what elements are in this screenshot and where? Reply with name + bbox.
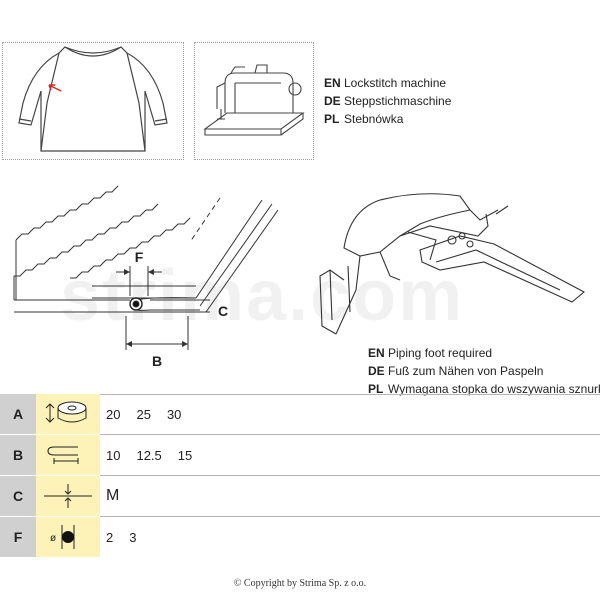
spec-letter-c: C	[0, 476, 36, 516]
folded-strip-width-icon	[36, 435, 100, 475]
fabric-layer-top-edge	[15, 185, 119, 241]
spec-letter-a: A	[0, 394, 36, 434]
machine-illustration-box	[194, 42, 314, 160]
lockstitch-machine-icon	[203, 64, 305, 136]
spec-values-c: M	[106, 487, 120, 504]
garment-illustration-box	[2, 42, 184, 160]
watermark: strima.com	[60, 256, 465, 336]
spec-divider	[100, 475, 600, 476]
spec-divider	[100, 516, 600, 517]
spec-values-b: 10 12.5 15	[106, 447, 193, 463]
spec-row-a: A 20 25 30	[0, 394, 600, 434]
cord-diameter-icon: ø	[36, 517, 100, 557]
dimension-label-b: B	[152, 353, 162, 369]
spec-row-b: B 10 12.5 15	[0, 435, 600, 475]
spec-row-f: F ø 2 3	[0, 517, 600, 557]
spec-divider	[100, 394, 600, 395]
raglan-shirt-icon	[18, 46, 168, 152]
spec-values-a: 20 25 30	[106, 406, 182, 422]
material-thickness-icon	[36, 476, 100, 516]
tape-roll-width-icon	[36, 394, 100, 434]
spec-divider	[100, 434, 600, 435]
spec-row-c: C M	[0, 476, 600, 516]
copyright-notice: © Copyright by Strima Sp. z o.o.	[233, 578, 367, 589]
svg-text:ø: ø	[50, 533, 56, 544]
spec-values-f: 2 3	[106, 529, 137, 545]
spec-letter-b: B	[0, 435, 36, 475]
spec-letter-f: F	[0, 517, 36, 557]
